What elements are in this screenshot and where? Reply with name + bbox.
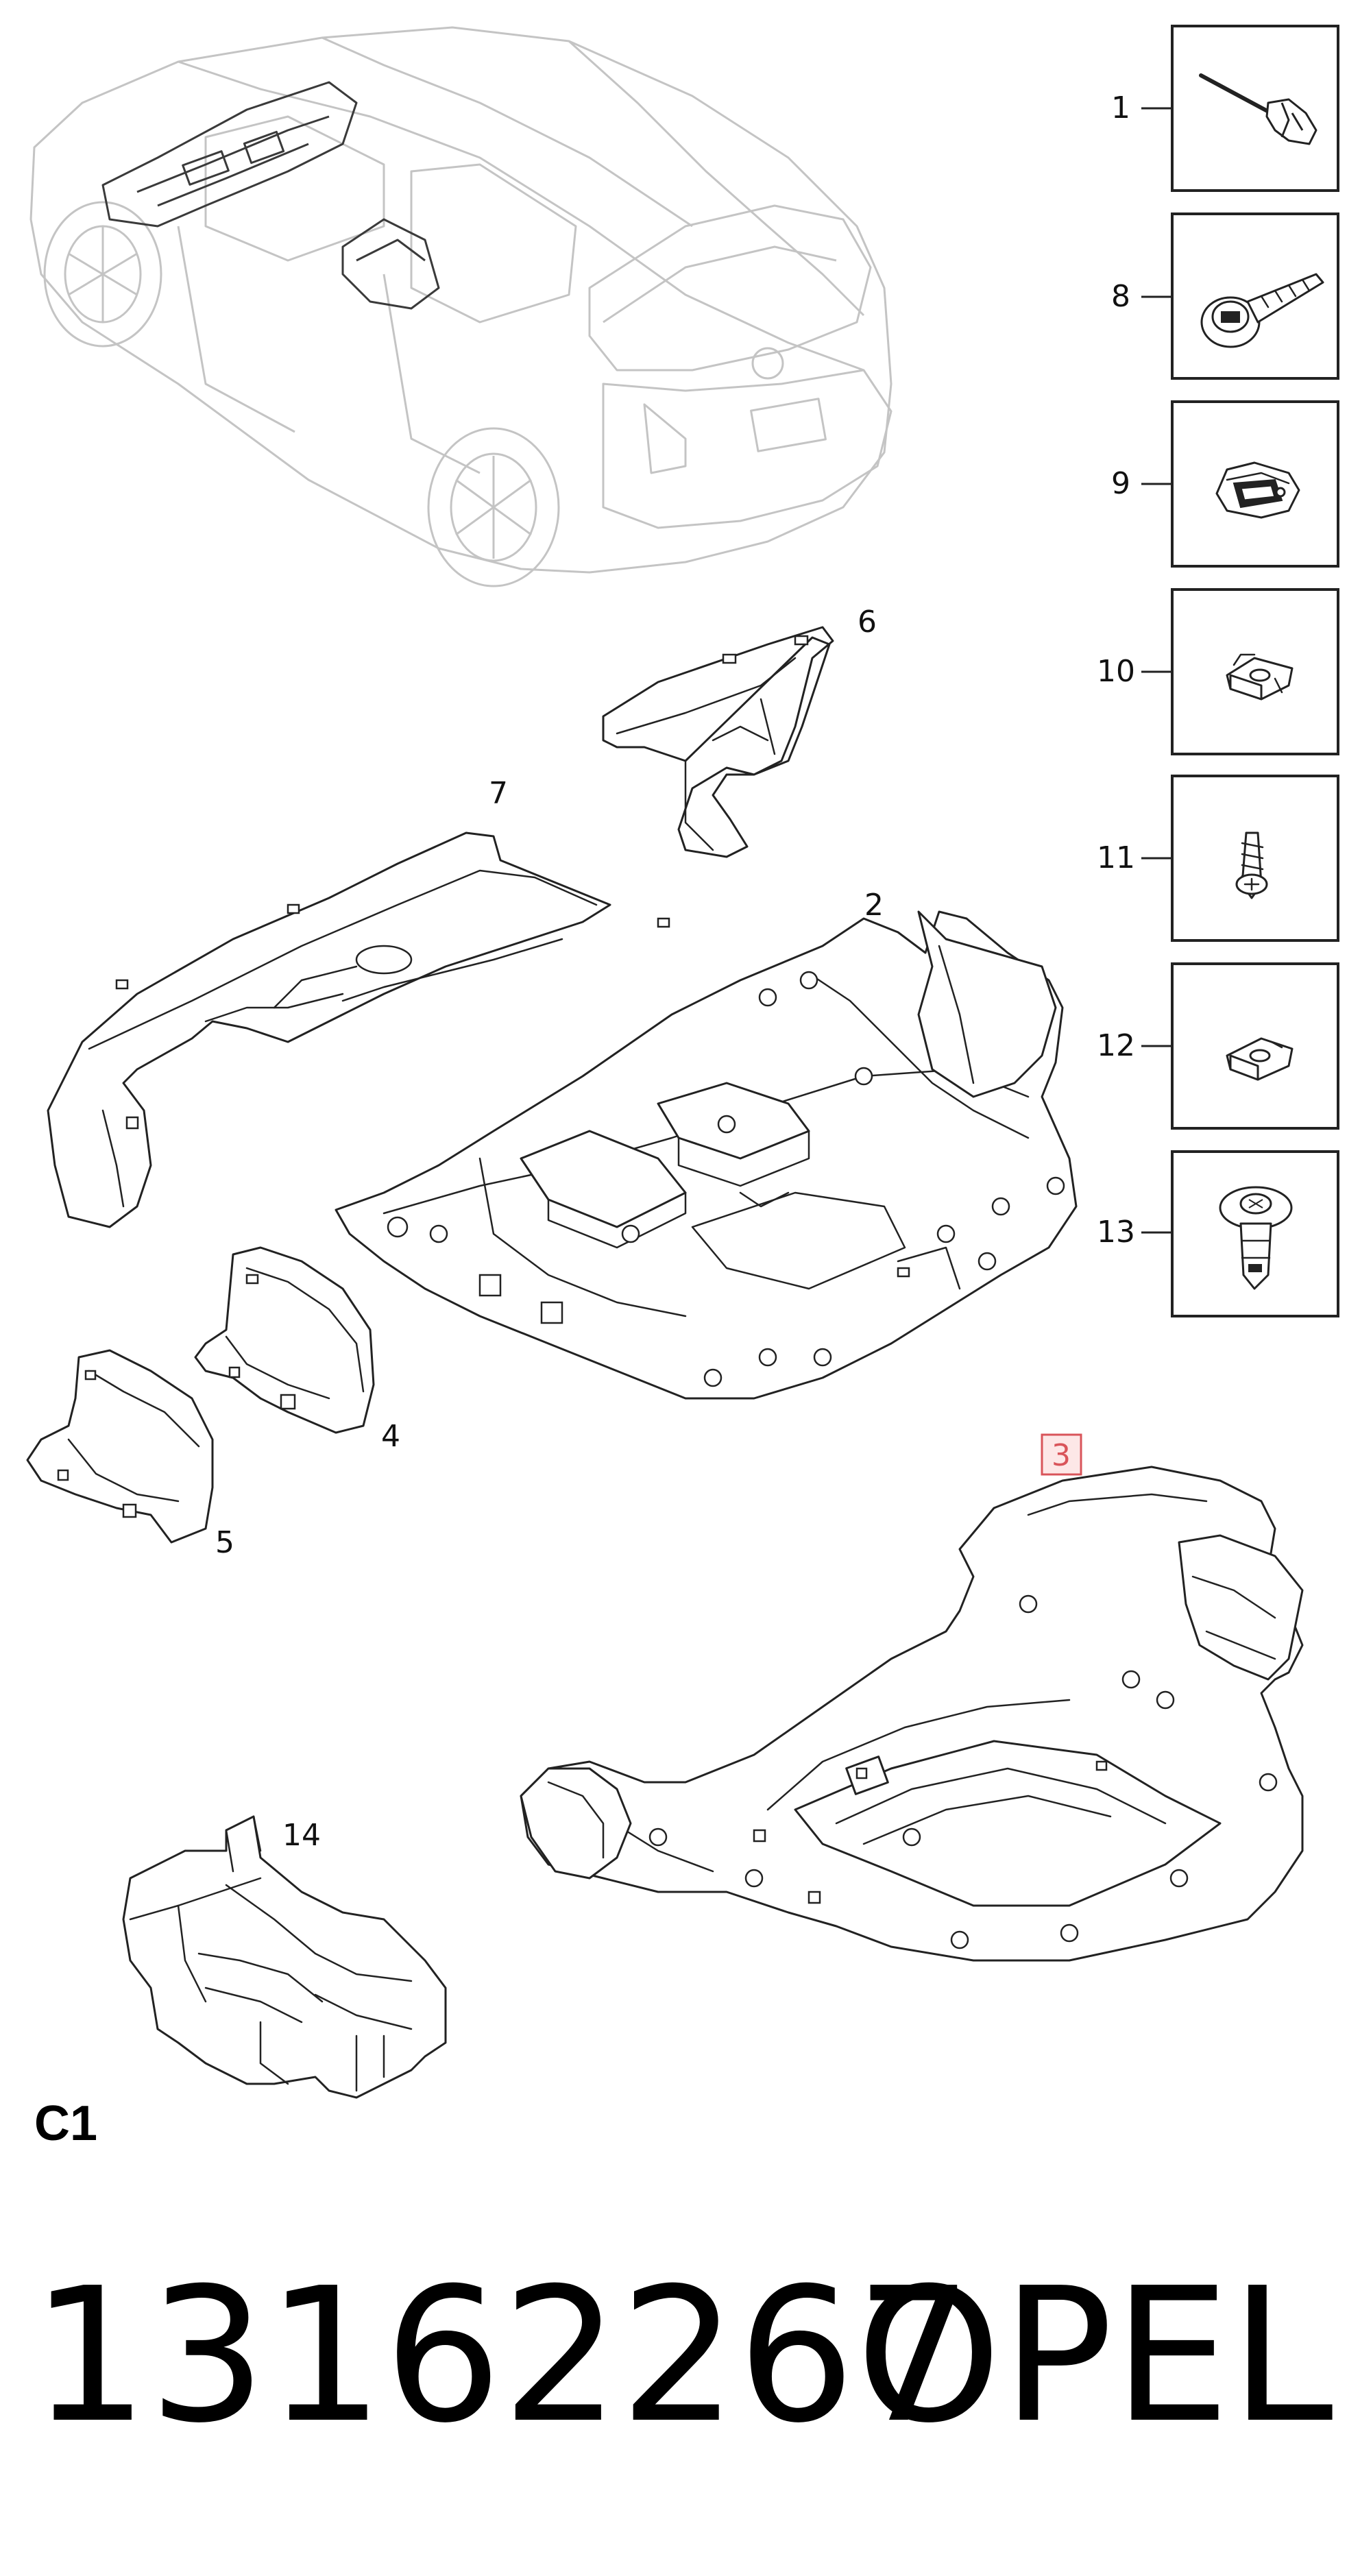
washer-screw-icon	[1200, 273, 1324, 348]
callout-8: 8	[1111, 279, 1130, 314]
part-5-side-insulator	[26, 1349, 214, 1544]
callout-13: 13	[1097, 1215, 1135, 1250]
callout-14: 14	[282, 1818, 321, 1853]
clip-icon	[1215, 461, 1300, 519]
speed-nut-icon	[1226, 653, 1294, 701]
fastener-box-8	[1171, 212, 1339, 380]
part-2-front-floor-panel	[335, 910, 1078, 1400]
callout-9: 9	[1111, 466, 1130, 501]
fastener-box-10	[1171, 588, 1339, 755]
callout-3-highlight-box	[1041, 1433, 1082, 1476]
callout-2: 2	[864, 888, 884, 923]
fastener-box-11	[1171, 775, 1339, 942]
fastener-box-1	[1171, 25, 1339, 192]
callout-5: 5	[215, 1525, 234, 1560]
part-number: 13162267	[31, 2248, 973, 2464]
flat-nut-icon	[1226, 1037, 1294, 1081]
tapping-screw-icon	[1235, 831, 1268, 899]
callout-6: 6	[858, 605, 877, 640]
callout-7: 7	[489, 776, 508, 811]
part-7-tunnel-insulator	[47, 831, 611, 1228]
fastener-box-9	[1171, 400, 1339, 568]
expansion-rivet-icon	[1219, 1186, 1293, 1290]
part-4-side-insulator	[194, 1246, 375, 1434]
vehicle-overview-illustration	[29, 26, 892, 587]
brand-name: OPEL	[856, 2248, 1335, 2464]
callout-10: 10	[1097, 654, 1135, 689]
part-14-foam-block	[122, 1815, 447, 2099]
fastener-box-12	[1171, 962, 1339, 1130]
part-6-rear-insulator	[602, 626, 834, 858]
callout-4: 4	[381, 1419, 400, 1454]
callout-3: 3	[1052, 1438, 1071, 1473]
section-code: C1	[34, 2096, 97, 2151]
part-3-rear-floor-panel	[520, 1466, 1304, 1962]
callout-11: 11	[1097, 840, 1135, 875]
callout-12: 12	[1097, 1028, 1135, 1063]
callout-1: 1	[1111, 90, 1130, 125]
fastener-box-13	[1171, 1150, 1339, 1317]
rivet-icon	[1199, 73, 1318, 145]
